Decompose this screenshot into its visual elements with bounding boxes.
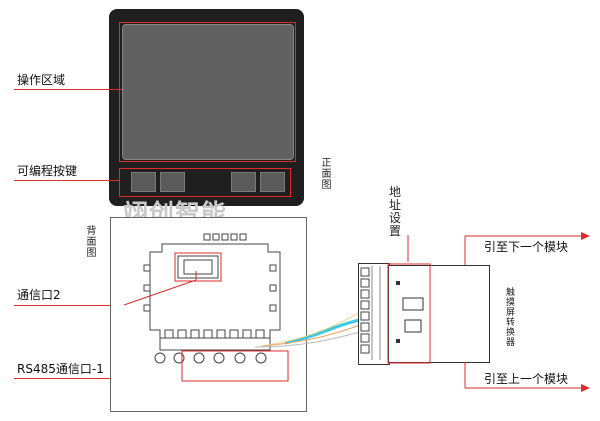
rs485-highlight [181,350,289,382]
front-view-label: 正面图 [321,158,332,191]
pad [269,304,277,312]
id-set-switch [404,319,422,333]
pin [190,329,200,339]
touchscreen-converter-module [388,265,490,363]
wire-gray [254,331,361,348]
pin [177,329,187,339]
rj45-inner [183,259,213,275]
display-screen [122,24,294,160]
pad [221,233,229,241]
pin [229,329,239,339]
programmable-key-3 [231,172,256,192]
programmable-key-2 [160,172,185,192]
terminal-block [159,337,271,351]
screw-terminal [213,352,225,364]
comm-port-2-line [123,279,197,306]
programmable-keys-label: 可编程按键 [17,164,78,178]
pad [212,233,220,241]
module-terminals [360,266,381,360]
pad [269,284,277,292]
pad [143,304,151,312]
screw-terminal [234,352,246,364]
rs485-leader [14,378,180,379]
rs485-port-label: RS485通信口-1 [17,362,104,376]
wire-orange [261,324,361,347]
operation-area-highlight [119,22,296,162]
programmable-key-1 [131,172,156,192]
keys-highlight [119,168,291,197]
back-view-label: 背面图 [86,226,97,259]
address-setting-label: 地址设置 [389,185,402,238]
pin [255,329,265,339]
led [396,281,400,285]
screw-terminal [193,352,205,364]
pad [143,284,151,292]
screw-terminal [255,352,267,364]
address-highlight [387,263,431,364]
to-prev-arrowhead [581,384,590,392]
operation-area-label: 操作区域 [17,73,66,87]
pad [203,233,211,241]
comm-port-2-leader [14,305,124,306]
pin [242,329,252,339]
pad [230,233,238,241]
pad [239,233,247,241]
operation-area-leader [14,89,122,90]
wire-cyan [284,318,361,345]
wire-yellow [267,311,361,346]
to-next-module-label: 引至下一个模块 [484,240,569,254]
screw-terminal [154,352,166,364]
to-prev-module-label: 引至上一个模块 [484,372,569,386]
to-next-arrowhead [581,232,590,240]
led [396,339,400,343]
pad [143,264,151,272]
pin [203,329,213,339]
programmable-key-4 [260,172,285,192]
channel-select-switch [402,297,424,311]
pad [269,264,277,272]
converter-label: 触摸屏转换器 [505,288,515,348]
pin [164,329,174,339]
pin [216,329,226,339]
comm-port-2-label: 通信口2 [17,288,61,302]
rj45-highlight [174,252,222,282]
keys-leader [14,180,120,181]
